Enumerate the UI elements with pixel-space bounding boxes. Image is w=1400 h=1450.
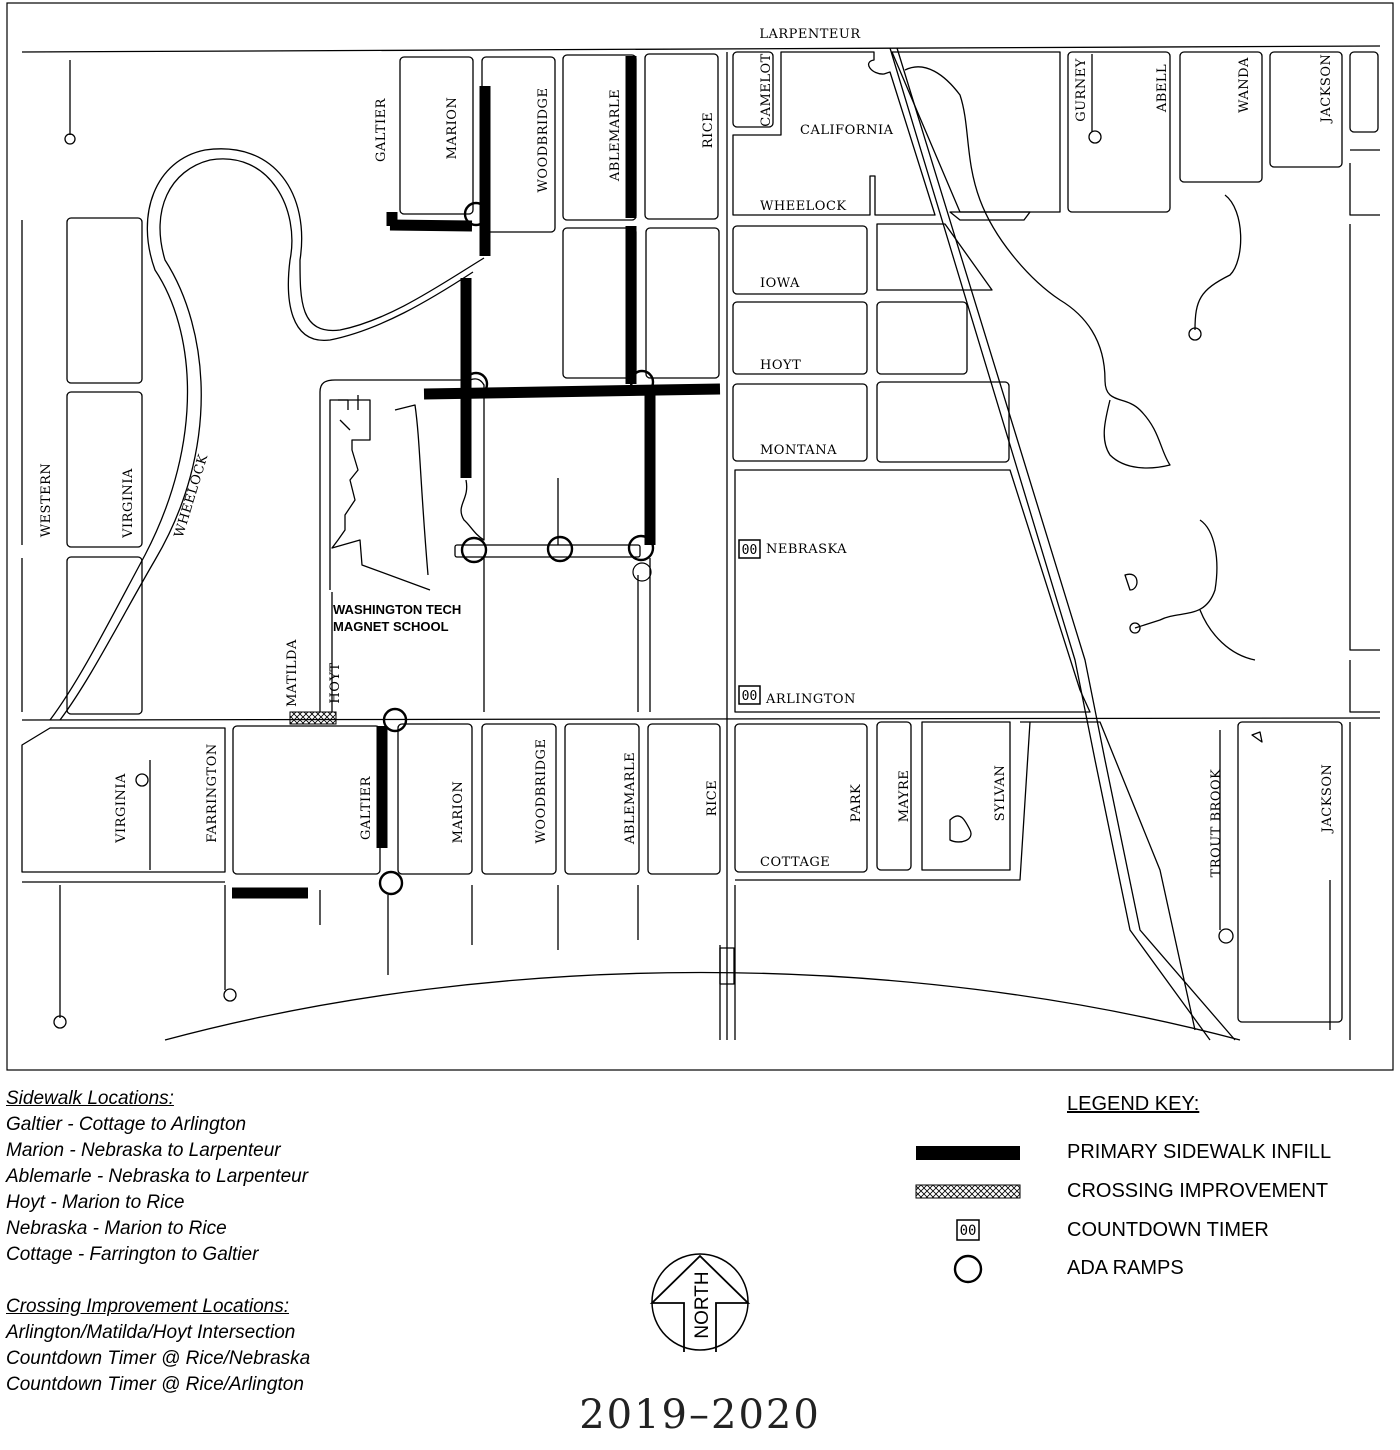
street-label: CAMELOT <box>759 53 774 127</box>
street-label: MONTANA <box>760 443 837 458</box>
street-label: WOODBRIDGE <box>536 88 551 193</box>
street-label: ARLINGTON <box>765 692 856 707</box>
street-label: VIRGINIA <box>121 468 136 539</box>
sidewalk-location-item: Nebraska - Marion to Rice <box>6 1218 227 1239</box>
ada-ramp-galtier-cottage <box>378 870 404 896</box>
legend-timer-swatch: 00 <box>956 1219 980 1241</box>
street-label: GURNEY <box>1074 58 1089 122</box>
street-label: WESTERN <box>39 463 54 538</box>
sidewalk-wheelock-galtier <box>389 219 473 232</box>
street-label: HOYT <box>328 662 343 703</box>
street-label: WOODBRIDGE <box>534 739 549 844</box>
crossing-locations-heading: Crossing Improvement Locations: <box>6 1296 290 1317</box>
ada-ramp-galtier-arlington <box>382 707 408 733</box>
street-label: WHEELOCK <box>760 199 847 214</box>
sidewalk-location-item: Cottage - Farrington to Galtier <box>6 1244 259 1265</box>
year-label: 2019–2020 <box>579 1392 821 1438</box>
street-label: ABELL <box>1155 64 1170 113</box>
street-label: ABLEMARLE <box>623 752 638 845</box>
ada-ramp-woodbridge-nebraska <box>546 535 574 563</box>
legend-item-ada: ADA RAMPS <box>1067 1257 1184 1279</box>
svg-text:00: 00 <box>742 689 758 704</box>
sidewalk-location-item: Galtier - Cottage to Arlington <box>6 1114 247 1135</box>
street-label: NEBRASKA <box>766 542 847 557</box>
street-label: FARRINGTON <box>205 743 220 842</box>
ada-ramp-ablemarle-nebraska <box>627 534 655 562</box>
street-label: TROUT BROOK <box>1209 769 1224 878</box>
sidewalk-infill-segments <box>232 56 721 899</box>
street-label: CALIFORNIA <box>800 123 894 138</box>
sidewalk-location-item: Hoyt - Marion to Rice <box>6 1192 185 1213</box>
ada-ramp-marion-wheelock <box>463 201 489 227</box>
countdown-timer-arlington: 00 <box>738 685 761 705</box>
legend-item-infill: PRIMARY SIDEWALK INFILL <box>1067 1141 1332 1163</box>
notes-panel: Sidewalk Locations: Galtier - Cottage to… <box>6 1086 426 1398</box>
countdown-timer-nebraska: 00 <box>738 539 761 559</box>
street-label: MAYRE <box>897 770 912 823</box>
ada-ramp-marion-hoyt <box>463 371 489 397</box>
legend-title: LEGEND KEY: <box>1067 1093 1200 1115</box>
street-label: HOYT <box>760 358 801 373</box>
crossing-location-item: Arlington/Matilda/Hoyt Intersection <box>6 1322 296 1343</box>
street-label: COTTAGE <box>760 855 830 870</box>
legend-item-timer: COUNTDOWN TIMER <box>1067 1219 1269 1241</box>
svg-text:00: 00 <box>960 1223 977 1239</box>
street-label: RICE <box>705 780 720 816</box>
street-label: JACKSON <box>1320 764 1335 835</box>
ada-ramp-ablemarle-hoyt <box>629 369 655 395</box>
sidewalk-location-item: Marion - Nebraska to Larpenteur <box>6 1140 281 1161</box>
sidewalk-hoyt <box>423 383 721 400</box>
street-label: GALTIER <box>359 775 374 840</box>
north-arrow-icon: NORTH <box>649 1253 751 1352</box>
legend-crossing-swatch <box>915 1184 1021 1199</box>
crossing-location-item: Countdown Timer @ Rice/Nebraska <box>6 1348 311 1369</box>
map-frame <box>6 2 1394 1071</box>
street-label: WHEELOCK <box>172 452 212 539</box>
crossing-improvement-arlington <box>289 711 337 725</box>
street-label: MARION <box>445 97 460 160</box>
ada-ramp-marion-nebraska <box>460 536 488 564</box>
school-label-line2: MAGNET SCHOOL <box>333 619 449 634</box>
street-label: RICE <box>701 112 716 148</box>
legend-infill-swatch <box>916 1146 1020 1160</box>
street-outlines <box>21 45 1381 1041</box>
svg-text:NORTH: NORTH <box>692 1271 713 1338</box>
legend-ada-swatch <box>953 1254 983 1284</box>
street-label: GALTIER <box>374 97 389 162</box>
street-label: VIRGINIA <box>114 773 129 844</box>
ada-ramps <box>378 201 655 896</box>
street-label: ABLEMARLE <box>608 89 623 182</box>
sidewalk-locations-heading: Sidewalk Locations: <box>6 1088 174 1109</box>
legend-item-crossing: CROSSING IMPROVEMENT <box>1067 1180 1329 1202</box>
street-label: IOWA <box>760 276 800 291</box>
street-label: MATILDA <box>285 639 300 707</box>
street-label: JACKSON <box>1319 54 1334 125</box>
sidewalk-location-item: Ablemarle - Nebraska to Larpenteur <box>6 1166 309 1187</box>
crossing-location-item: Countdown Timer @ Rice/Arlington <box>6 1374 304 1395</box>
street-label: LARPENTEUR <box>759 27 861 42</box>
street-label: WANDA <box>1237 57 1252 113</box>
street-label: MARION <box>451 781 466 844</box>
school-label-line1: WASHINGTON TECH <box>333 602 461 617</box>
svg-text:00: 00 <box>742 543 758 558</box>
street-label: PARK <box>849 784 864 822</box>
street-label: SYLVAN <box>993 765 1008 822</box>
